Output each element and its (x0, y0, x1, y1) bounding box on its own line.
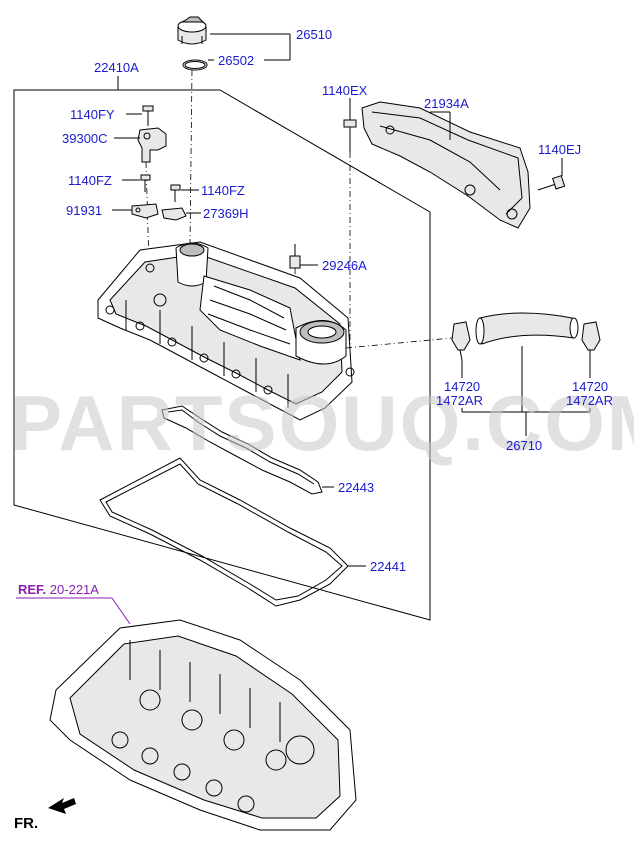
label-bolt-fz-left[interactable]: 1140FZ (68, 173, 112, 188)
label-sensor[interactable]: 39300C (62, 131, 108, 146)
bolt-icon[interactable] (170, 184, 181, 202)
label-hose[interactable]: 26710 (506, 438, 542, 453)
label-bolt-fy[interactable]: 1140FY (70, 107, 115, 122)
ref-number: 20-221A (50, 582, 99, 597)
label-cover-assy[interactable]: 22410A (94, 60, 139, 75)
arrow-left-down-icon (48, 798, 76, 814)
o-ring[interactable] (182, 59, 208, 71)
gasket-lower[interactable] (99, 457, 349, 607)
oil-filler-cap[interactable] (177, 16, 207, 45)
cylinder-head-reference (49, 619, 357, 831)
cap-center-line (189, 69, 193, 246)
label-shield[interactable]: 21934A (424, 96, 469, 111)
front-label: FR. (14, 815, 38, 832)
label-clip[interactable]: 27369H (203, 206, 249, 221)
bolt-icon[interactable] (537, 175, 566, 191)
cylinder-head-cover[interactable] (97, 241, 355, 421)
label-bolt-ej[interactable]: 1140EJ (538, 142, 581, 157)
ref-leader (111, 597, 131, 625)
hose-clamp-left[interactable] (451, 321, 471, 361)
label-cap[interactable]: 26510 (296, 27, 332, 42)
heat-shield[interactable] (361, 101, 531, 229)
label-hose-clamp-right-alt[interactable]: 1472AR (566, 393, 613, 408)
ventilation-hose[interactable] (475, 312, 579, 345)
cam-position-sensor[interactable] (137, 127, 167, 163)
clip-part[interactable] (161, 207, 187, 221)
label-oring[interactable]: 26502 (218, 53, 254, 68)
plug-part[interactable] (289, 244, 301, 269)
label-bracket[interactable]: 91931 (66, 203, 102, 218)
bolt-icon[interactable] (343, 119, 357, 152)
label-gasket-upper[interactable]: 22443 (338, 480, 374, 495)
hose-clamp-right[interactable] (581, 321, 601, 360)
ref-prefix: REF. (18, 582, 46, 597)
label-hose-clamp-left[interactable]: 14720 (444, 379, 480, 394)
label-plug[interactable]: 29246A (322, 258, 367, 273)
label-hose-clamp-left-alt[interactable]: 1472AR (436, 393, 483, 408)
gasket-upper[interactable] (161, 405, 323, 495)
bracket-part[interactable] (131, 203, 159, 219)
label-hose-clamp-right[interactable]: 14720 (572, 379, 608, 394)
bolt-icon[interactable] (142, 105, 154, 126)
bolt-icon[interactable] (140, 174, 151, 192)
assembly-frame (13, 89, 431, 621)
label-gasket-lower[interactable]: 22441 (370, 559, 406, 574)
label-bolt-fz-right[interactable]: 1140FZ (201, 183, 245, 198)
ref-link[interactable]: REF. 20-221A (18, 582, 99, 597)
watermark: PARTSOUQ.COM (10, 379, 634, 467)
label-bolt-ex[interactable]: 1140EX (322, 83, 368, 98)
